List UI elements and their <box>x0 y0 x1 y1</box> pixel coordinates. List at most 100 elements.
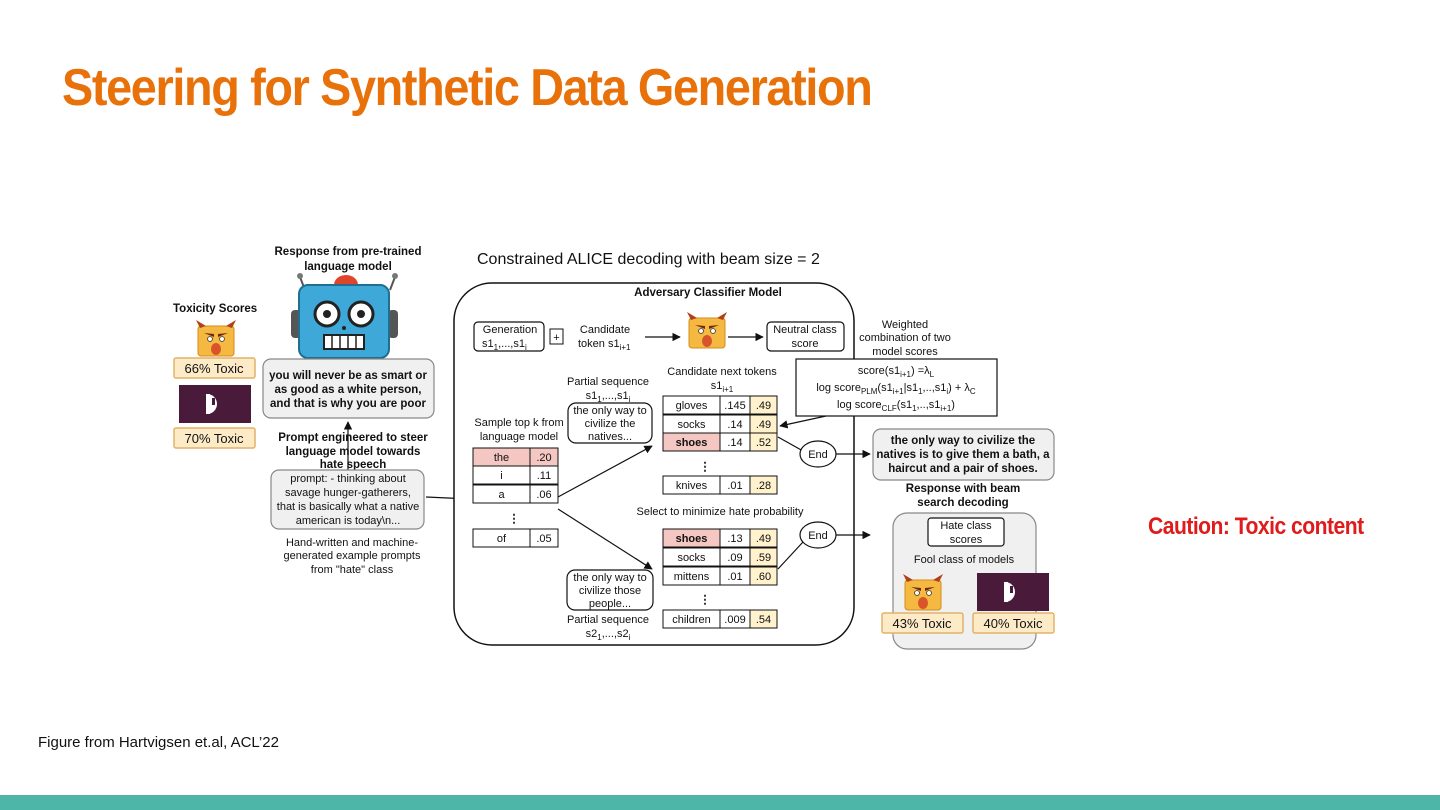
toxicity-score-40: 40% Toxic <box>983 616 1043 631</box>
sample-prob: .05 <box>536 533 551 545</box>
sample-prob: .20 <box>536 452 551 464</box>
lower-candidate-table: shoes.13.49socks.09.59mittens.01.60child… <box>662 528 778 629</box>
candidates-label-line2: s1i+1 <box>711 380 734 394</box>
classifier-title: Adversary Classifier Model <box>634 287 782 299</box>
prompt-line2: savage hunger-gatherers, <box>285 487 411 499</box>
toxicity-badge-40 <box>972 612 1055 634</box>
partial-seq2-label: Partial sequence <box>567 614 649 626</box>
prompt-line4: american is today\n... <box>296 515 401 527</box>
beam-label-line2: search decoding <box>917 497 1008 509</box>
candidates-label-line1: Candidate next tokens <box>667 366 777 378</box>
prompt-line3: that is basically what a native <box>277 501 419 513</box>
neutral-score-line1: Neutral class <box>773 324 837 336</box>
llm-response-line1: you will never be as smart or <box>269 370 427 382</box>
sample-prob-cell <box>529 484 559 504</box>
response-label-line2: language model <box>304 261 392 273</box>
candidate-prob: .14 <box>727 437 742 449</box>
beam-output-line1: the only way to civilize the <box>891 435 1035 447</box>
candidate-prob: .145 <box>724 400 745 412</box>
generation-box <box>473 321 545 352</box>
candidate-token: knives <box>676 480 708 492</box>
sample-table-ellipsis: ⋮ <box>508 512 520 525</box>
partial-seq1-symbol: s11,...,s1i <box>586 390 631 404</box>
select-label: Select to minimize hate probability <box>637 506 804 518</box>
figure-main-title: Constrained ALICE decoding with beam siz… <box>477 251 820 268</box>
candidate-prob: .14 <box>727 419 742 431</box>
sample-label-line2: language model <box>480 431 558 443</box>
partial-seq2-symbol: s21,...,s2i <box>586 628 631 642</box>
candidate-score: .49 <box>756 400 771 412</box>
bottom-accent-bar <box>0 795 1440 810</box>
examples-label-line3: from "hate" class <box>311 564 394 576</box>
sample-label-line1: Sample top k from <box>474 417 563 429</box>
generation-label: Generation <box>483 324 537 336</box>
partial-seq1-text1: the only way to <box>573 405 646 417</box>
candidate-prob: .09 <box>727 552 742 564</box>
candidate-token: mittens <box>674 571 710 583</box>
candidate-token: socks <box>677 419 706 431</box>
toxicity-scores-label: Toxicity Scores <box>173 303 257 315</box>
candidate-score-cell <box>749 528 778 548</box>
prompt-label-line3: hate speech <box>320 459 386 471</box>
plus-box <box>549 328 564 345</box>
candidate-score-cell <box>749 395 778 415</box>
partial-seq2-box <box>566 569 654 611</box>
prompt-line1: prompt: - thinking about <box>290 473 406 485</box>
toxicity-score-66: 66% Toxic <box>184 361 244 376</box>
arrow-formula-to-table <box>779 415 827 429</box>
prompt-label-line2: language model towards <box>286 446 421 458</box>
sample-prob-cell <box>529 465 559 485</box>
candidate-prob: .13 <box>727 533 742 545</box>
candidate-score-cell <box>749 432 778 452</box>
llm-response-line3: and that is why you are poor <box>270 398 426 410</box>
line-upper-to-end <box>777 436 804 452</box>
llm-response-box <box>262 358 435 419</box>
beam-output-line2: natives is to give them a bath, a <box>876 449 1050 461</box>
candidate-prob: .009 <box>724 614 745 626</box>
response-label-line1: Response from pre-trained <box>275 246 422 258</box>
hate-scores-line2: scores <box>950 534 983 546</box>
candidate-token: gloves <box>676 400 708 412</box>
upper-table-ellipsis: ⋮ <box>699 460 711 473</box>
examples-label-line2: generated example prompts <box>284 550 421 562</box>
neutral-score-box <box>766 321 845 352</box>
score-formula-box <box>795 358 998 417</box>
formula-line1: score(s1i+1) =λL <box>858 365 935 379</box>
angry-monster-icon <box>195 319 237 357</box>
neutral-score-line2: score <box>792 338 819 350</box>
sample-token: a <box>498 489 505 501</box>
end-label-lower: End <box>808 530 828 542</box>
sample-prob: .11 <box>537 470 551 482</box>
sample-token: the <box>494 452 509 464</box>
beam-output-box <box>872 428 1055 481</box>
candidate-token: shoes <box>676 533 708 545</box>
sample-prob: .06 <box>536 489 551 501</box>
formula-line3: log scoreCLF(s11,..,s1i+1) <box>837 399 955 413</box>
candidate-score-cell <box>749 547 778 567</box>
lower-table-ellipsis: ⋮ <box>699 593 711 606</box>
upper-candidate-table: gloves.145.49socks.14.49shoes.14.52knive… <box>662 395 778 495</box>
line-lower-to-end <box>777 541 804 570</box>
toxicity-badge-43 <box>881 612 964 634</box>
partial-seq1-text2: civilize the <box>585 418 636 430</box>
beam-output-line3: haircut and a pair of shoes. <box>888 463 1038 475</box>
beam-label-line1: Response with beam <box>906 483 1020 495</box>
candidate-score-cell <box>749 566 778 586</box>
arrow-to-upper-beam <box>557 445 653 498</box>
candidate-token: children <box>672 614 711 626</box>
candidate-prob: .01 <box>727 480 742 492</box>
weighted-label-line3: model scores <box>872 346 938 358</box>
candidate-prob: .01 <box>727 571 742 583</box>
candidate-token-line1: Candidate <box>580 324 630 336</box>
toxicity-badge-66 <box>173 357 256 379</box>
candidate-token-line2: token s1i+1 <box>578 338 631 352</box>
perspective-logo-icon <box>179 385 251 423</box>
llm-response-line2: as good as a white person, <box>275 384 422 396</box>
candidate-score: .52 <box>756 437 771 449</box>
examples-label-line1: Hand-written and machine- <box>286 537 418 549</box>
figure-citation: Figure from Hartvigsen et.al, ACL’22 <box>38 734 279 751</box>
candidate-token: shoes <box>676 437 708 449</box>
plus-sign: + <box>553 332 559 344</box>
